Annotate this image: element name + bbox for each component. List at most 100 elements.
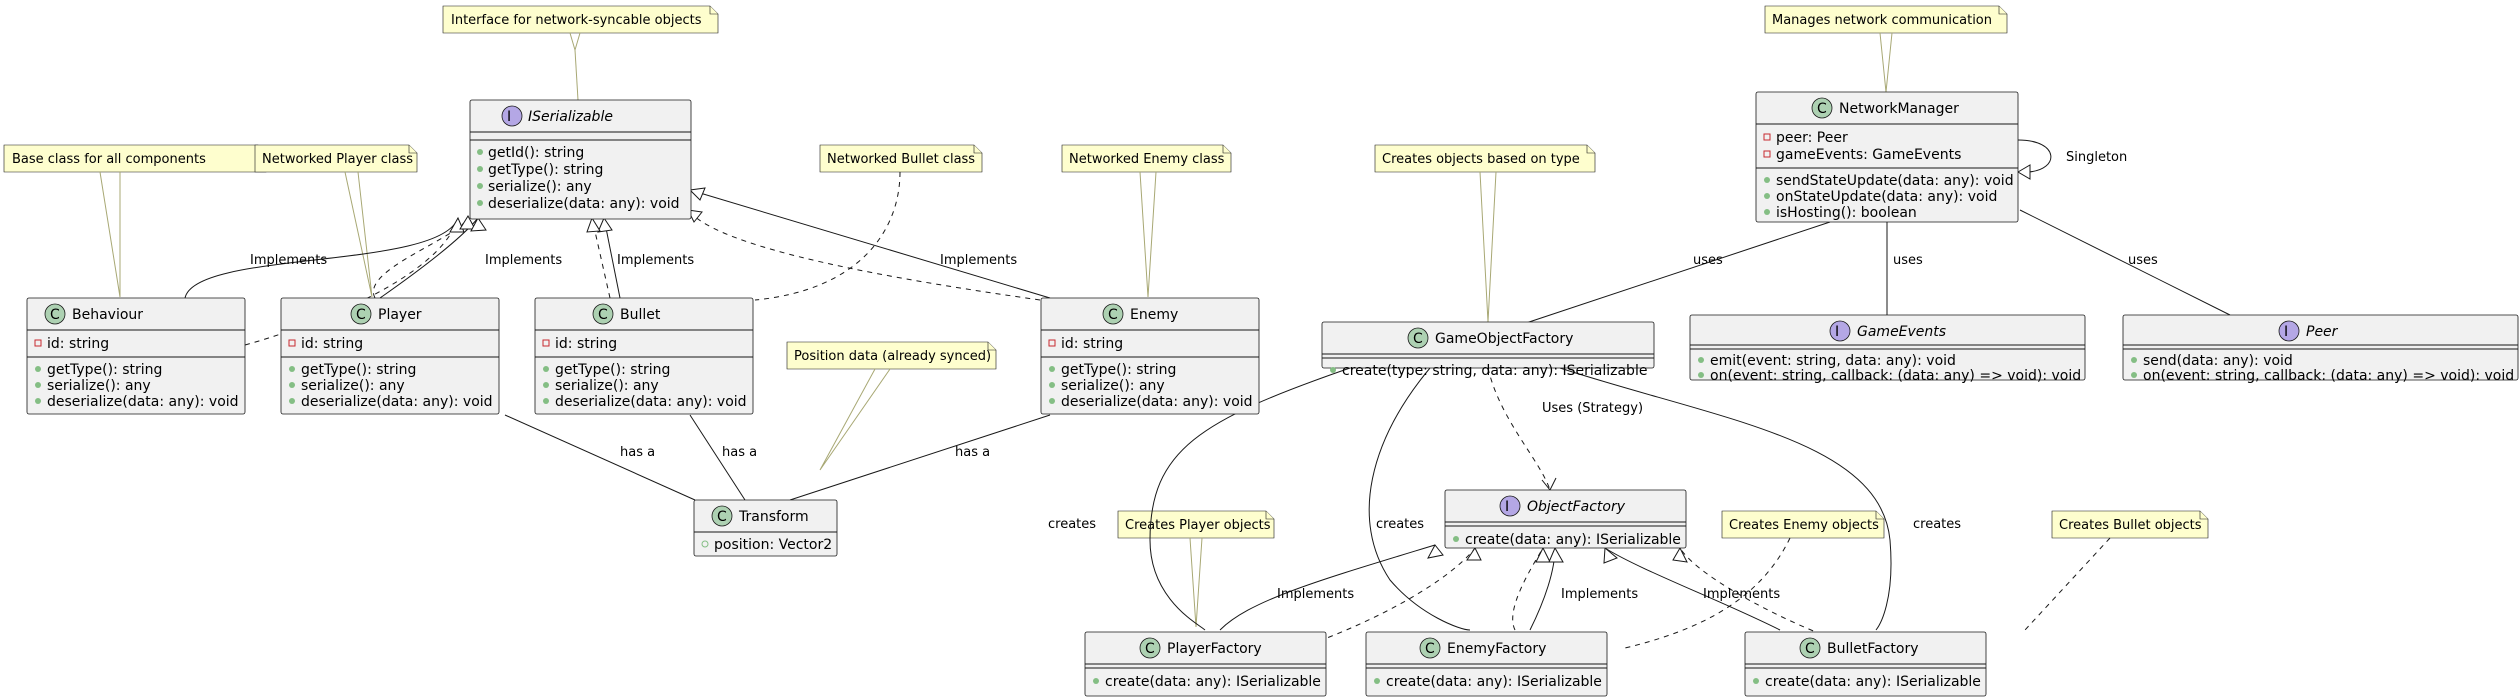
interface-mark: I (2284, 324, 2288, 340)
label-implements: Implements (485, 253, 562, 268)
svg-text:create(data: any): ISerializab: create(data: any): ISerializable (1386, 674, 1602, 690)
class-name: Player (378, 307, 422, 323)
class-name: EnemyFactory (1447, 641, 1546, 657)
svg-text:getType(): string: getType(): string (301, 362, 416, 378)
note-text: Networked Bullet class (827, 152, 975, 167)
class-name: Peer (2306, 324, 2339, 340)
class-name: PlayerFactory (1167, 641, 1262, 657)
interface-icon (501, 105, 523, 127)
class-gameobjectfactory: C GameObjectFactory create(type: string,… (1321, 321, 1655, 379)
svg-text:serialize(): any: serialize(): any (1061, 378, 1165, 394)
class-player: C Player id: string getType(): string se… (280, 297, 500, 415)
label-implements: Implements (1277, 587, 1354, 602)
label-has-a: has a (620, 445, 655, 460)
class-icon (1102, 303, 1124, 325)
class-mark: C (598, 307, 608, 323)
class-icon (711, 505, 733, 527)
class-name: Bullet (620, 307, 661, 323)
class-mark: C (1145, 641, 1155, 657)
svg-text:isHosting(): boolean: isHosting(): boolean (1776, 205, 1917, 221)
interface-icon (1499, 495, 1521, 517)
note-text: Networked Player class (262, 152, 413, 167)
relationship-labels: Implements Implements Implements Impleme… (250, 150, 2158, 602)
note-bulletfactory: Creates Bullet objects (2051, 510, 2209, 539)
svg-text:deserialize(data: any): void: deserialize(data: any): void (1061, 394, 1253, 410)
class-bullet: C Bullet id: string getType(): string se… (534, 297, 754, 415)
label-uses-strategy: Uses (Strategy) (1542, 401, 1643, 416)
class-name: Behaviour (72, 307, 143, 323)
class-gameevents: I GameEvents emit(event: string, data: a… (1689, 314, 2086, 384)
note-bullet: Networked Bullet class (819, 144, 983, 173)
label-has-a: has a (722, 445, 757, 460)
label-uses: uses (2128, 253, 2158, 268)
svg-text:deserialize(data: any): void: deserialize(data: any): void (488, 196, 680, 212)
class-mark: C (1413, 331, 1423, 347)
note-text: Creates Enemy objects (1729, 518, 1879, 533)
class-mark: C (356, 307, 366, 323)
note-networkmanager: Manages network communication (1764, 5, 2008, 34)
svg-text:create(type: string, data: any: create(type: string, data: any): ISerial… (1342, 363, 1647, 379)
interface-mark: I (1505, 499, 1509, 515)
class-icon (1407, 327, 1429, 349)
class-mark: C (717, 509, 727, 525)
class-icon (1419, 637, 1441, 659)
class-name: ObjectFactory (1527, 499, 1626, 515)
note-text: Creates Bullet objects (2059, 518, 2202, 533)
svg-text:getType(): string: getType(): string (488, 162, 603, 178)
svg-text:getType(): string: getType(): string (1061, 362, 1176, 378)
class-name: NetworkManager (1839, 101, 1959, 117)
note-text: Interface for network-syncable objects (451, 13, 702, 28)
class-icon (592, 303, 614, 325)
svg-text:position: Vector2: position: Vector2 (714, 537, 832, 553)
method-list: getId(): string getType(): string serial… (477, 145, 680, 212)
class-networkmanager: C NetworkManager peer: Peer gameEvents: … (1755, 91, 2019, 223)
class-mark: C (1108, 307, 1118, 323)
label-implements: Implements (1561, 587, 1638, 602)
svg-text:serialize(): any: serialize(): any (301, 378, 405, 394)
class-name: Enemy (1130, 307, 1178, 323)
svg-text:deserialize(data: any): void: deserialize(data: any): void (301, 394, 493, 410)
label-creates: creates (1376, 517, 1424, 532)
class-name: GameObjectFactory (1435, 331, 1573, 347)
svg-text:id: string: id: string (555, 336, 617, 352)
note-text: Creates objects based on type (1382, 152, 1580, 167)
svg-text:on(event: string, callback: (d: on(event: string, callback: (data: any) … (1710, 368, 2081, 384)
note-gameobjectfactory: Creates objects based on type (1374, 144, 1596, 173)
class-mark: C (50, 307, 60, 323)
note-iserializable: Interface for network-syncable objects (442, 5, 719, 34)
interface-mark: I (1835, 324, 1839, 340)
class-mark: C (1805, 641, 1815, 657)
svg-text:getType(): string: getType(): string (47, 362, 162, 378)
class-mark: C (1425, 641, 1435, 657)
label-implements: Implements (617, 253, 694, 268)
note-text: Networked Enemy class (1069, 152, 1225, 167)
label-singleton: Singleton (2066, 150, 2127, 165)
class-name: GameEvents (1857, 324, 1946, 340)
label-implements: Implements (250, 253, 327, 268)
note-player: Networked Player class (254, 144, 418, 173)
svg-text:gameEvents: GameEvents: gameEvents: GameEvents (1776, 147, 1961, 163)
class-mark: C (1817, 101, 1827, 117)
note-behaviour: Base class for all components (3, 144, 267, 173)
note-text: Position data (already synced) (794, 349, 991, 364)
label-implements: Implements (1703, 587, 1780, 602)
class-icon (1139, 637, 1161, 659)
class-enemy: C Enemy id: string getType(): string ser… (1040, 297, 1260, 415)
svg-text:create(data: any): ISerializab: create(data: any): ISerializable (1765, 674, 1981, 690)
class-icon (1811, 97, 1833, 119)
note-connectors (99, 32, 2111, 649)
svg-text:send(data: any): void: send(data: any): void (2143, 353, 2293, 369)
class-bulletfactory: C BulletFactory create(data: any): ISeri… (1744, 631, 1987, 697)
svg-text:getType(): string: getType(): string (555, 362, 670, 378)
class-name: BulletFactory (1827, 641, 1919, 657)
svg-text:create(data: any): ISerializab: create(data: any): ISerializable (1105, 674, 1321, 690)
label-uses: uses (1693, 253, 1723, 268)
class-objectfactory: I ObjectFactory create(data: any): ISeri… (1444, 489, 1687, 549)
svg-text:getId(): string: getId(): string (488, 145, 584, 161)
label-creates: creates (1048, 517, 1096, 532)
class-peer: I Peer send(data: any): void on(event: s… (2122, 314, 2519, 384)
svg-text:deserialize(data: any): void: deserialize(data: any): void (47, 394, 239, 410)
svg-text:serialize(): any: serialize(): any (488, 179, 592, 195)
note-enemyfactory: Creates Enemy objects (1721, 510, 1885, 539)
